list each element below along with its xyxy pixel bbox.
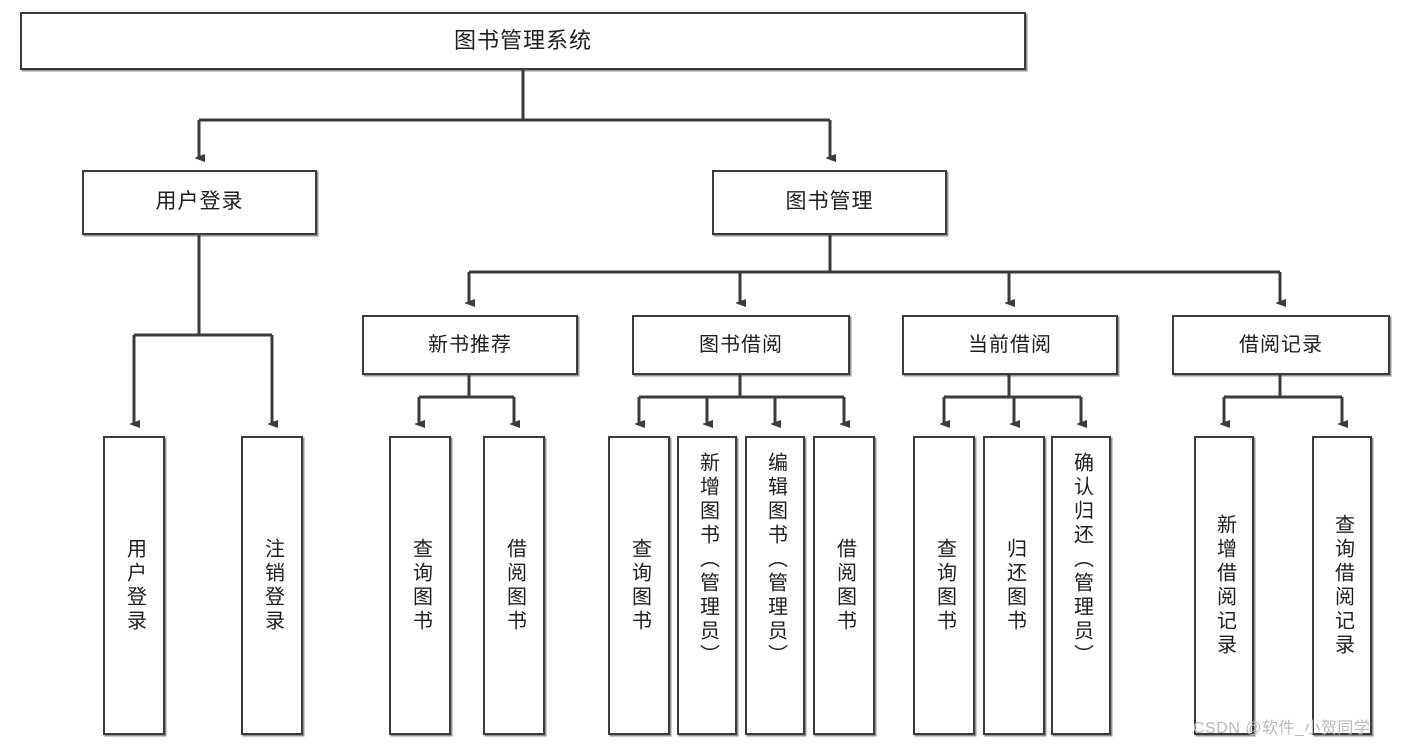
leaf-borrow-query-book-label: 查询图书 xyxy=(628,537,651,634)
node-current-borrow-label: 当前借阅 xyxy=(968,333,1052,356)
leaf-logout[interactable]: 注销登录 xyxy=(241,436,303,735)
leaf-newbook-borrow-book-label: 借阅图书 xyxy=(503,537,526,634)
leaf-user-login-label: 用户登录 xyxy=(123,537,146,634)
leaf-newbook-borrow-book[interactable]: 借阅图书 xyxy=(483,436,545,735)
leaf-borrow-query-book[interactable]: 查询图书 xyxy=(608,436,670,735)
node-borrow-record[interactable]: 借阅记录 xyxy=(1172,315,1390,375)
node-book-management-label: 图书管理 xyxy=(785,190,874,214)
node-current-borrow[interactable]: 当前借阅 xyxy=(902,315,1118,375)
leaf-record-query-record-label: 查询借阅记录 xyxy=(1331,513,1354,658)
node-book-management[interactable]: 图书管理 xyxy=(712,170,947,235)
node-user-login[interactable]: 用户登录 xyxy=(82,170,317,235)
leaf-borrow-add-book-admin[interactable]: 新增图书（管理员） xyxy=(677,436,737,735)
leaf-borrow-edit-book-admin-label: 编辑图书（管理员） xyxy=(764,452,787,668)
leaf-user-login[interactable]: 用户登录 xyxy=(103,436,165,735)
node-borrow-record-label: 借阅记录 xyxy=(1239,333,1323,356)
leaf-record-query-record[interactable]: 查询借阅记录 xyxy=(1312,436,1372,735)
node-book-borrow[interactable]: 图书借阅 xyxy=(632,315,850,375)
node-user-login-label: 用户登录 xyxy=(155,190,244,214)
leaf-current-return-book[interactable]: 归还图书 xyxy=(983,436,1045,735)
node-new-book-recommend-label: 新书推荐 xyxy=(428,333,512,356)
watermark: CSDN @软件_小贺同学 xyxy=(1193,720,1371,737)
leaf-record-add-record-label: 新增借阅记录 xyxy=(1213,513,1236,658)
leaf-logout-label: 注销登录 xyxy=(261,537,284,634)
leaf-newbook-query-book[interactable]: 查询图书 xyxy=(389,436,451,735)
leaf-current-query-book-label: 查询图书 xyxy=(933,537,956,634)
node-root-label: 图书管理系统 xyxy=(453,28,592,54)
leaf-borrow-borrow-book-label: 借阅图书 xyxy=(833,537,856,634)
node-root[interactable]: 图书管理系统 xyxy=(20,12,1026,70)
node-book-borrow-label: 图书借阅 xyxy=(699,333,783,356)
node-new-book-recommend[interactable]: 新书推荐 xyxy=(362,315,578,375)
leaf-record-add-record[interactable]: 新增借阅记录 xyxy=(1194,436,1254,735)
leaf-current-query-book[interactable]: 查询图书 xyxy=(913,436,975,735)
leaf-current-confirm-return-admin-label: 确认归还（管理员） xyxy=(1070,452,1093,668)
leaf-current-confirm-return-admin[interactable]: 确认归还（管理员） xyxy=(1051,436,1111,735)
leaf-current-return-book-label: 归还图书 xyxy=(1003,537,1026,634)
leaf-borrow-edit-book-admin[interactable]: 编辑图书（管理员） xyxy=(745,436,805,735)
leaf-borrow-add-book-admin-label: 新增图书（管理员） xyxy=(696,452,719,668)
leaf-newbook-query-book-label: 查询图书 xyxy=(409,537,432,634)
leaf-borrow-borrow-book[interactable]: 借阅图书 xyxy=(813,436,875,735)
